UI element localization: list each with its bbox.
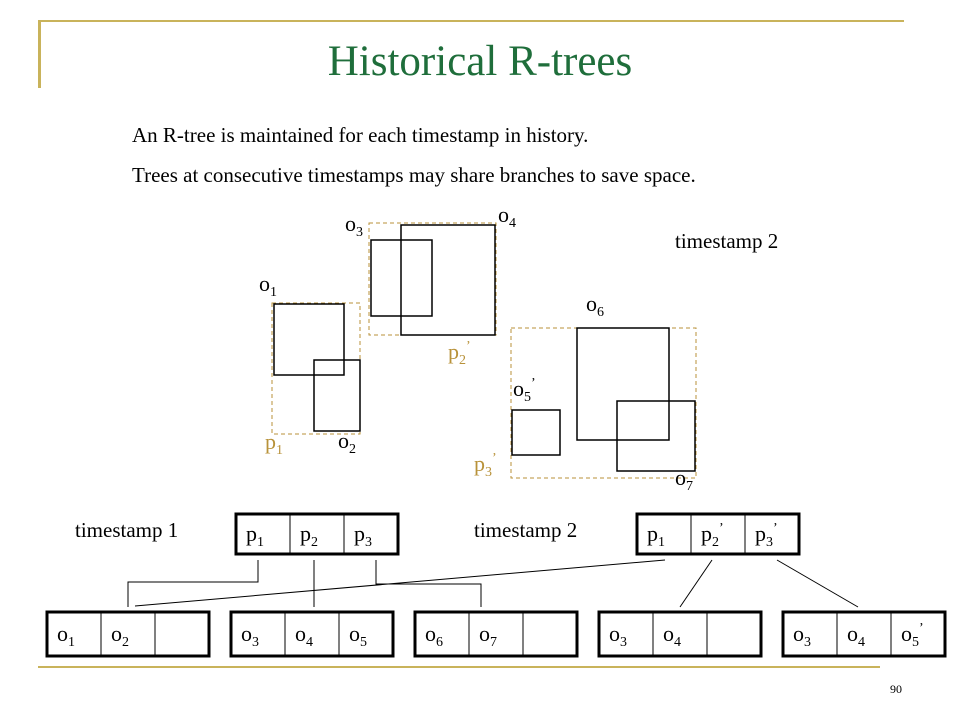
connector-line — [679, 559, 713, 608]
leaf-node-1: o1 o2 — [45, 610, 211, 658]
object-o6-rect — [576, 327, 670, 441]
leaf-node-3-entry: o6 — [425, 621, 443, 650]
frame-accent-vertical — [38, 20, 41, 88]
connector-line — [375, 560, 482, 607]
root-node-1: p1 p2 p3 — [234, 512, 400, 556]
label-o7: o7 — [675, 465, 693, 494]
page-number: 90 — [890, 682, 902, 696]
leaf-node-5-box — [781, 610, 947, 658]
label-timestamp-2-spatial: timestamp 2 — [675, 229, 778, 253]
bullet-line-2: Trees at consecutive timestamps may shar… — [132, 163, 696, 187]
bullet-line-1: An R-tree is maintained for each timesta… — [132, 123, 589, 147]
page-title: Historical R-trees — [327, 38, 633, 85]
footer-rule — [38, 666, 880, 668]
leaf-node-2: o3 o4 o5 — [229, 610, 395, 658]
root-node-1-entry: p1 — [246, 521, 264, 550]
root-node-2-entry: p2’ — [701, 521, 724, 550]
label-timestamp-1-tree: timestamp 1 — [75, 518, 178, 542]
leaf-node-4-entry: o4 — [663, 621, 681, 650]
label-o2: o2 — [338, 428, 356, 457]
leaf-node-3-box — [413, 610, 579, 658]
leaf-node-3-entry: o7 — [479, 621, 497, 650]
root-node-1-box — [234, 512, 400, 556]
object-o5-prime-rect — [511, 409, 561, 456]
label-o5-prime: o5’ — [513, 376, 536, 405]
leaf-node-4-entry: o3 — [609, 621, 627, 650]
mbr-p1 — [271, 302, 361, 435]
leaf-node-4-box — [597, 610, 763, 658]
label-timestamp-2-tree: timestamp 2 — [474, 518, 577, 542]
label-o3: o3 — [345, 211, 363, 240]
object-o2-rect — [313, 359, 361, 432]
leaf-node-5-entry: o3 — [793, 621, 811, 650]
leaf-node-5-entry: o5’ — [901, 621, 924, 650]
leaf-node-3: o6 o7 — [413, 610, 579, 658]
object-o1-rect — [273, 303, 345, 376]
leaf-node-4: o3 o4 — [597, 610, 763, 658]
leaf-node-1-entry: o2 — [111, 621, 129, 650]
object-o7-rect — [616, 400, 696, 472]
leaf-node-5-entry: o4 — [847, 621, 865, 650]
connector-line — [134, 559, 666, 607]
tree-connectors — [127, 559, 859, 608]
label-o1: o1 — [259, 271, 277, 300]
leaf-node-2-entry: o4 — [295, 621, 313, 650]
label-o6: o6 — [586, 291, 604, 320]
root-node-2: p1 p2’ p3’ — [635, 512, 801, 556]
label-p3-prime: p3’ — [474, 451, 497, 480]
label-p1: p1 — [265, 429, 283, 458]
leaf-node-2-box — [229, 610, 395, 658]
leaf-node-5: o3 o4 o5’ — [781, 610, 947, 658]
label-p2-prime: p2’ — [448, 339, 471, 368]
connector-line — [127, 560, 259, 607]
label-o4: o4 — [498, 202, 516, 231]
leaf-node-2-entry: o3 — [241, 621, 259, 650]
tree-nodes: p1 p2 p3 p1 p2’ p3’ o1 o2 o3 o4 o5 o6 o7 o3 o4 o3 o4 o5’ — [45, 512, 947, 658]
object-o4-rect — [400, 224, 496, 336]
root-node-1-entry: p2 — [300, 521, 318, 550]
leaf-node-1-box — [45, 610, 211, 658]
root-node-2-entry: p3’ — [755, 521, 778, 550]
leaf-node-2-entry: o5 — [349, 621, 367, 650]
leaf-node-1-entry: o1 — [57, 621, 75, 650]
root-node-2-box — [635, 512, 801, 556]
root-node-1-entry: p3 — [354, 521, 372, 550]
connector-line — [776, 559, 859, 608]
root-node-2-entry: p1 — [647, 521, 665, 550]
frame-accent-horizontal — [38, 20, 904, 22]
